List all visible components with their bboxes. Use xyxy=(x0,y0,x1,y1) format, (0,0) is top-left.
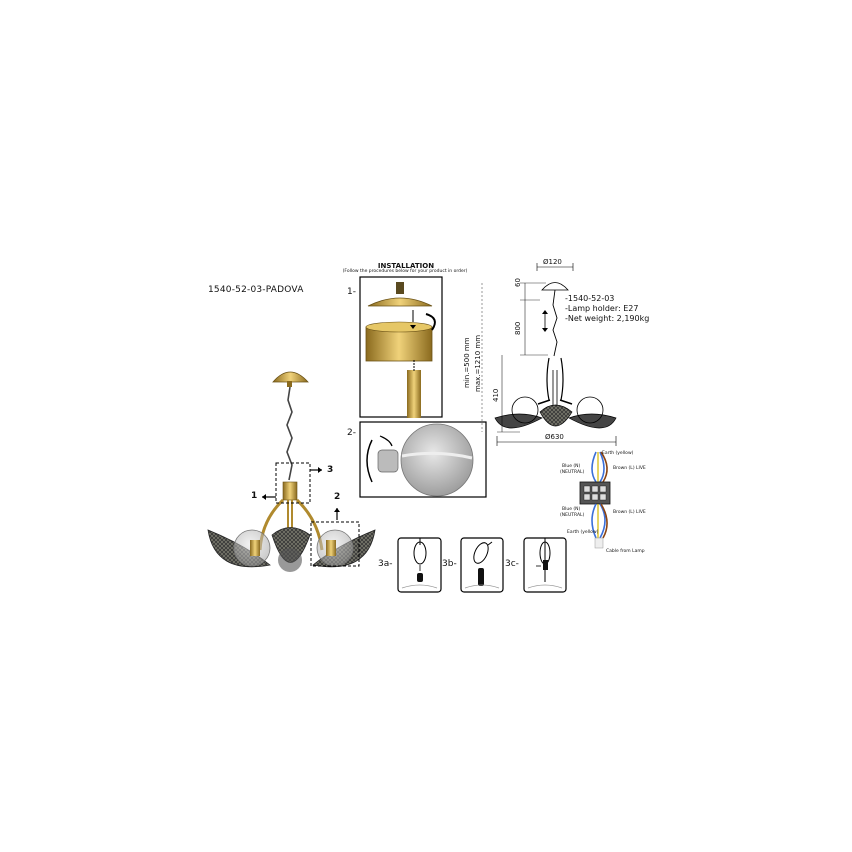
dim-chain: 800 xyxy=(514,321,522,335)
dim-width: Ø630 xyxy=(545,433,564,441)
step-1-illustration xyxy=(359,276,443,418)
installation-title: INSTALLATION xyxy=(377,262,435,270)
step-3a-label: 3a- xyxy=(378,559,393,569)
installation-subtitle: (Follow the procedures below for your pr… xyxy=(342,269,468,274)
wire-blue-bottom: Blue (N) xyxy=(562,507,581,512)
product-code: 1540-52-03-PADOVA xyxy=(208,285,304,295)
wire-earth-top: Earth (yellow) xyxy=(602,451,634,456)
step-3b-label: 3b- xyxy=(442,559,457,569)
wire-neutral-top: (NEUTRAL) xyxy=(560,470,585,475)
dim-body: 410 xyxy=(492,388,500,402)
callout-2: 2 xyxy=(334,492,341,502)
wire-earth-bottom: Earth (yellow) xyxy=(567,530,599,535)
dim-max: max.=1210 mm xyxy=(474,334,482,392)
wiring-diagram xyxy=(579,451,611,549)
step-3c-label: 3c- xyxy=(505,559,519,569)
step-2-label: 2- xyxy=(347,428,356,438)
callout-1: 1 xyxy=(251,491,258,501)
step-1-label: 1- xyxy=(347,287,356,297)
step-3a-illustration xyxy=(397,537,442,593)
wire-cable: Cable from Lamp xyxy=(606,549,645,554)
wire-blue-top: Blue (N) xyxy=(562,464,581,469)
spec-code: -1540-52-03 xyxy=(565,294,615,303)
wire-brown-bottom: Brown (L) LIVE xyxy=(613,510,646,515)
wire-brown-top: Brown (L) LIVE xyxy=(613,466,646,471)
dim-canopy: Ø120 xyxy=(543,258,562,266)
callout-3: 3 xyxy=(327,465,334,475)
step-3c-illustration xyxy=(523,537,567,593)
step-3b-illustration xyxy=(460,537,504,593)
dimension-drawing xyxy=(481,263,617,446)
chandelier-illustration xyxy=(207,371,376,572)
step-2-illustration xyxy=(359,421,487,498)
dim-min: min.=500 mm xyxy=(463,337,471,388)
dim-top: 60 xyxy=(514,278,522,287)
wire-neutral-bottom: (NEUTRAL) xyxy=(560,513,585,518)
spec-net-weight: -Net weight: 2,190kg xyxy=(565,314,650,323)
spec-lamp-holder: -Lamp holder: E27 xyxy=(565,304,639,313)
